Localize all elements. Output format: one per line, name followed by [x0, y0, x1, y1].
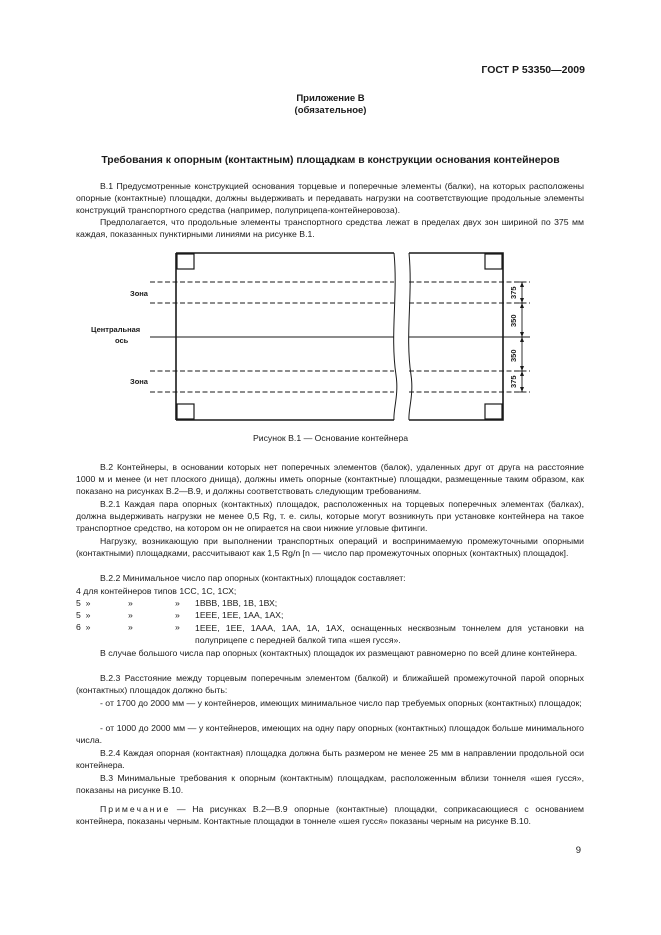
central-axis-label-1: Центральная — [91, 325, 140, 334]
appendix-name: Приложение В — [296, 93, 365, 104]
list-line-3-ditto-2: » — [175, 610, 180, 620]
appendix-status: (обязательное) — [294, 105, 367, 116]
list-line-2-ditto-2: » — [175, 598, 180, 608]
list-line-4-types: 1ЕЕЕ, 1ЕЕ, 1ААА, 1АА, 1А, 1АХ, оснащенны… — [195, 623, 584, 646]
list-line-2-num: 5 » — [76, 598, 91, 608]
list-line-3-types: 1ЕЕЕ, 1ЕЕ, 1АА, 1АХ; — [195, 610, 284, 620]
paragraph-b23-dash-1: - от 1700 до 2000 мм — у контейнеров, им… — [100, 698, 582, 708]
list-line-4-num: 6 » — [76, 622, 91, 632]
paragraph-b23-dash-2: - от 1000 до 2000 мм — у контейнеров, им… — [76, 723, 584, 746]
paragraph-b22: В.2.2 Минимальное число пар опорных (кон… — [100, 573, 406, 583]
dimension-350-top: 350 — [509, 314, 518, 327]
dimension-375-bottom: 375 — [509, 375, 518, 388]
dimension-375-top: 375 — [509, 286, 518, 299]
paragraph-b21: В.2.1 Каждая пара опорных (контактных) п… — [76, 499, 584, 534]
paragraph-b1b: Предполагается, что продольные элементы … — [76, 217, 584, 240]
note-label: Примечание — [100, 804, 171, 814]
list-line-2-types: 1ВВВ, 1ВВ, 1В, 1ВХ; — [195, 598, 278, 608]
standard-header: ГОСТ Р 53350—2009 — [481, 64, 585, 76]
page-number: 9 — [575, 845, 581, 856]
zone-bottom-label: Зона — [130, 377, 149, 386]
paragraph-b21b: Нагрузку, возникающую при выполнении тра… — [76, 536, 584, 559]
note-text: — На рисунках В.2—В.9 опорные (контактны… — [76, 804, 584, 827]
list-line-2-ditto-1: » — [128, 598, 133, 608]
note-paragraph: Примечание — На рисунках В.2—В.9 опорные… — [76, 803, 584, 827]
list-line-4-ditto-2: » — [175, 622, 180, 632]
paragraph-b3: В.3 Минимальные требования к опорным (ко… — [76, 773, 584, 796]
dimension-350-bottom: 350 — [509, 349, 518, 362]
central-axis-label-2: ось — [115, 336, 129, 345]
zone-top-label: Зона — [130, 289, 149, 298]
paragraph-b1: В.1 Предусмотренные конструкцией основан… — [76, 181, 584, 216]
paragraph-b2: В.2 Контейнеры, в основании которых нет … — [76, 462, 584, 497]
list-line-3-ditto-1: » — [128, 610, 133, 620]
list-line-4-ditto-1: » — [128, 622, 133, 632]
list-line-3-num: 5 » — [76, 610, 91, 620]
section-title: Требования к опорным (контактным) площад… — [101, 155, 560, 166]
list-line-1: 4 для контейнеров типов 1СС, 1С, 1СХ; — [76, 586, 237, 596]
paragraph-b24: В.2.4 Каждая опорная (контактная) площад… — [76, 748, 584, 771]
paragraph-b23: В.2.3 Расстояние между торцевым поперечн… — [76, 673, 584, 696]
paragraph-b22b: В случае большого числа пар опорных (кон… — [100, 648, 578, 658]
figure-caption: Рисунок В.1 — Основание контейнера — [252, 433, 409, 443]
